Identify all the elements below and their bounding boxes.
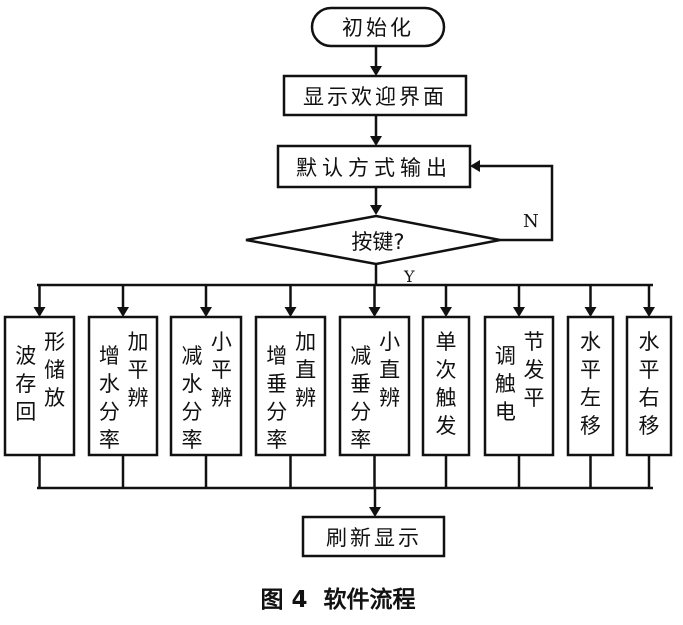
function-label-char: 增 bbox=[266, 344, 287, 368]
function-label-char: 减 bbox=[350, 344, 371, 368]
function-label-char: 发 bbox=[436, 414, 457, 438]
init-label: 初始化 bbox=[342, 16, 414, 40]
function-box bbox=[566, 315, 615, 457]
yes-label: Y bbox=[403, 267, 415, 286]
function-label-char: 水 bbox=[99, 372, 120, 396]
function-box bbox=[483, 315, 555, 457]
function-label-char: 率 bbox=[182, 428, 203, 452]
function-label-char: 触 bbox=[495, 372, 516, 396]
function-label-char: 发 bbox=[523, 358, 544, 382]
function-label-char: 水 bbox=[580, 330, 601, 354]
function-label-char: 平 bbox=[127, 358, 148, 382]
default-output-label: 默认方式输出 bbox=[296, 156, 452, 180]
function-label-char: 加 bbox=[127, 330, 148, 354]
function-label-char: 辨 bbox=[127, 386, 148, 410]
welcome-box bbox=[282, 74, 468, 117]
function-label-char: 平 bbox=[211, 358, 232, 382]
refresh-label: 刷新显示 bbox=[326, 526, 422, 550]
function-label-char: 左 bbox=[580, 386, 601, 410]
function-label-char: 小 bbox=[211, 330, 232, 354]
function-waveform-store-replay: 波存回 形储放 bbox=[3, 285, 76, 488]
function-label-char: 右 bbox=[639, 386, 660, 410]
function-box bbox=[338, 315, 411, 457]
function-label-char: 增 bbox=[99, 344, 120, 368]
function-label-char: 平 bbox=[639, 358, 660, 382]
function-box bbox=[625, 315, 673, 457]
function-label-char: 调 bbox=[495, 344, 516, 368]
function-adjust-trigger-level: 调触电 节发平 bbox=[483, 285, 555, 488]
function-label-char: 水 bbox=[182, 372, 203, 396]
edge-no-loop bbox=[470, 160, 554, 242]
no-label: N bbox=[523, 211, 539, 232]
function-label-char: 分 bbox=[182, 400, 203, 424]
function-label-char: 平 bbox=[580, 358, 601, 382]
function-label-char: 小 bbox=[379, 330, 400, 354]
function-label-char: 单 bbox=[436, 330, 457, 354]
init-terminal bbox=[310, 6, 446, 48]
welcome-label: 显示欢迎界面 bbox=[303, 85, 447, 109]
function-label-char: 形 bbox=[44, 330, 65, 354]
function-label-char: 平 bbox=[523, 386, 544, 410]
function-label-char: 直 bbox=[379, 358, 400, 382]
function-label-char: 率 bbox=[266, 428, 287, 452]
function-box bbox=[87, 315, 159, 457]
function-label-char: 垂 bbox=[266, 372, 287, 396]
function-box bbox=[254, 315, 327, 457]
function-label-char: 分 bbox=[99, 400, 120, 424]
function-label-char: 触 bbox=[436, 386, 457, 410]
function-label-char: 移 bbox=[580, 414, 601, 438]
function-label-char: 减 bbox=[182, 344, 203, 368]
function-label-char: 垂 bbox=[350, 372, 371, 396]
function-label-char: 放 bbox=[44, 386, 65, 410]
function-label-char: 辨 bbox=[295, 386, 316, 410]
function-label-char: 辨 bbox=[211, 386, 232, 410]
function-label-char: 水 bbox=[639, 330, 660, 354]
function-label-char: 次 bbox=[436, 358, 457, 382]
function-box bbox=[421, 315, 471, 457]
function-label-char: 节 bbox=[523, 330, 544, 354]
decision-label: 按键? bbox=[351, 230, 404, 254]
function-label-char: 直 bbox=[295, 358, 316, 382]
function-label-char: 储 bbox=[44, 358, 65, 382]
function-label-char: 率 bbox=[350, 428, 371, 452]
function-box bbox=[169, 315, 243, 457]
refresh-box bbox=[301, 515, 446, 558]
function-label-char: 波 bbox=[15, 344, 36, 368]
function-label-char: 辨 bbox=[379, 386, 400, 410]
function-label-char: 分 bbox=[266, 400, 287, 424]
function-label-char: 移 bbox=[639, 414, 660, 438]
function-label-char: 加 bbox=[295, 330, 316, 354]
function-label-char: 回 bbox=[15, 400, 36, 424]
function-boxes: 波存回形储放增水分率加平辨减水分率小平辨增垂分率加直辨减垂分率小直辨单次触发调触… bbox=[3, 285, 673, 488]
function-label-char: 存 bbox=[15, 372, 36, 396]
function-label-char: 率 bbox=[99, 428, 120, 452]
function-label-char: 分 bbox=[350, 400, 371, 424]
function-label-char: 电 bbox=[495, 400, 516, 424]
figure-caption: 图 4 软件流程 bbox=[260, 586, 415, 613]
